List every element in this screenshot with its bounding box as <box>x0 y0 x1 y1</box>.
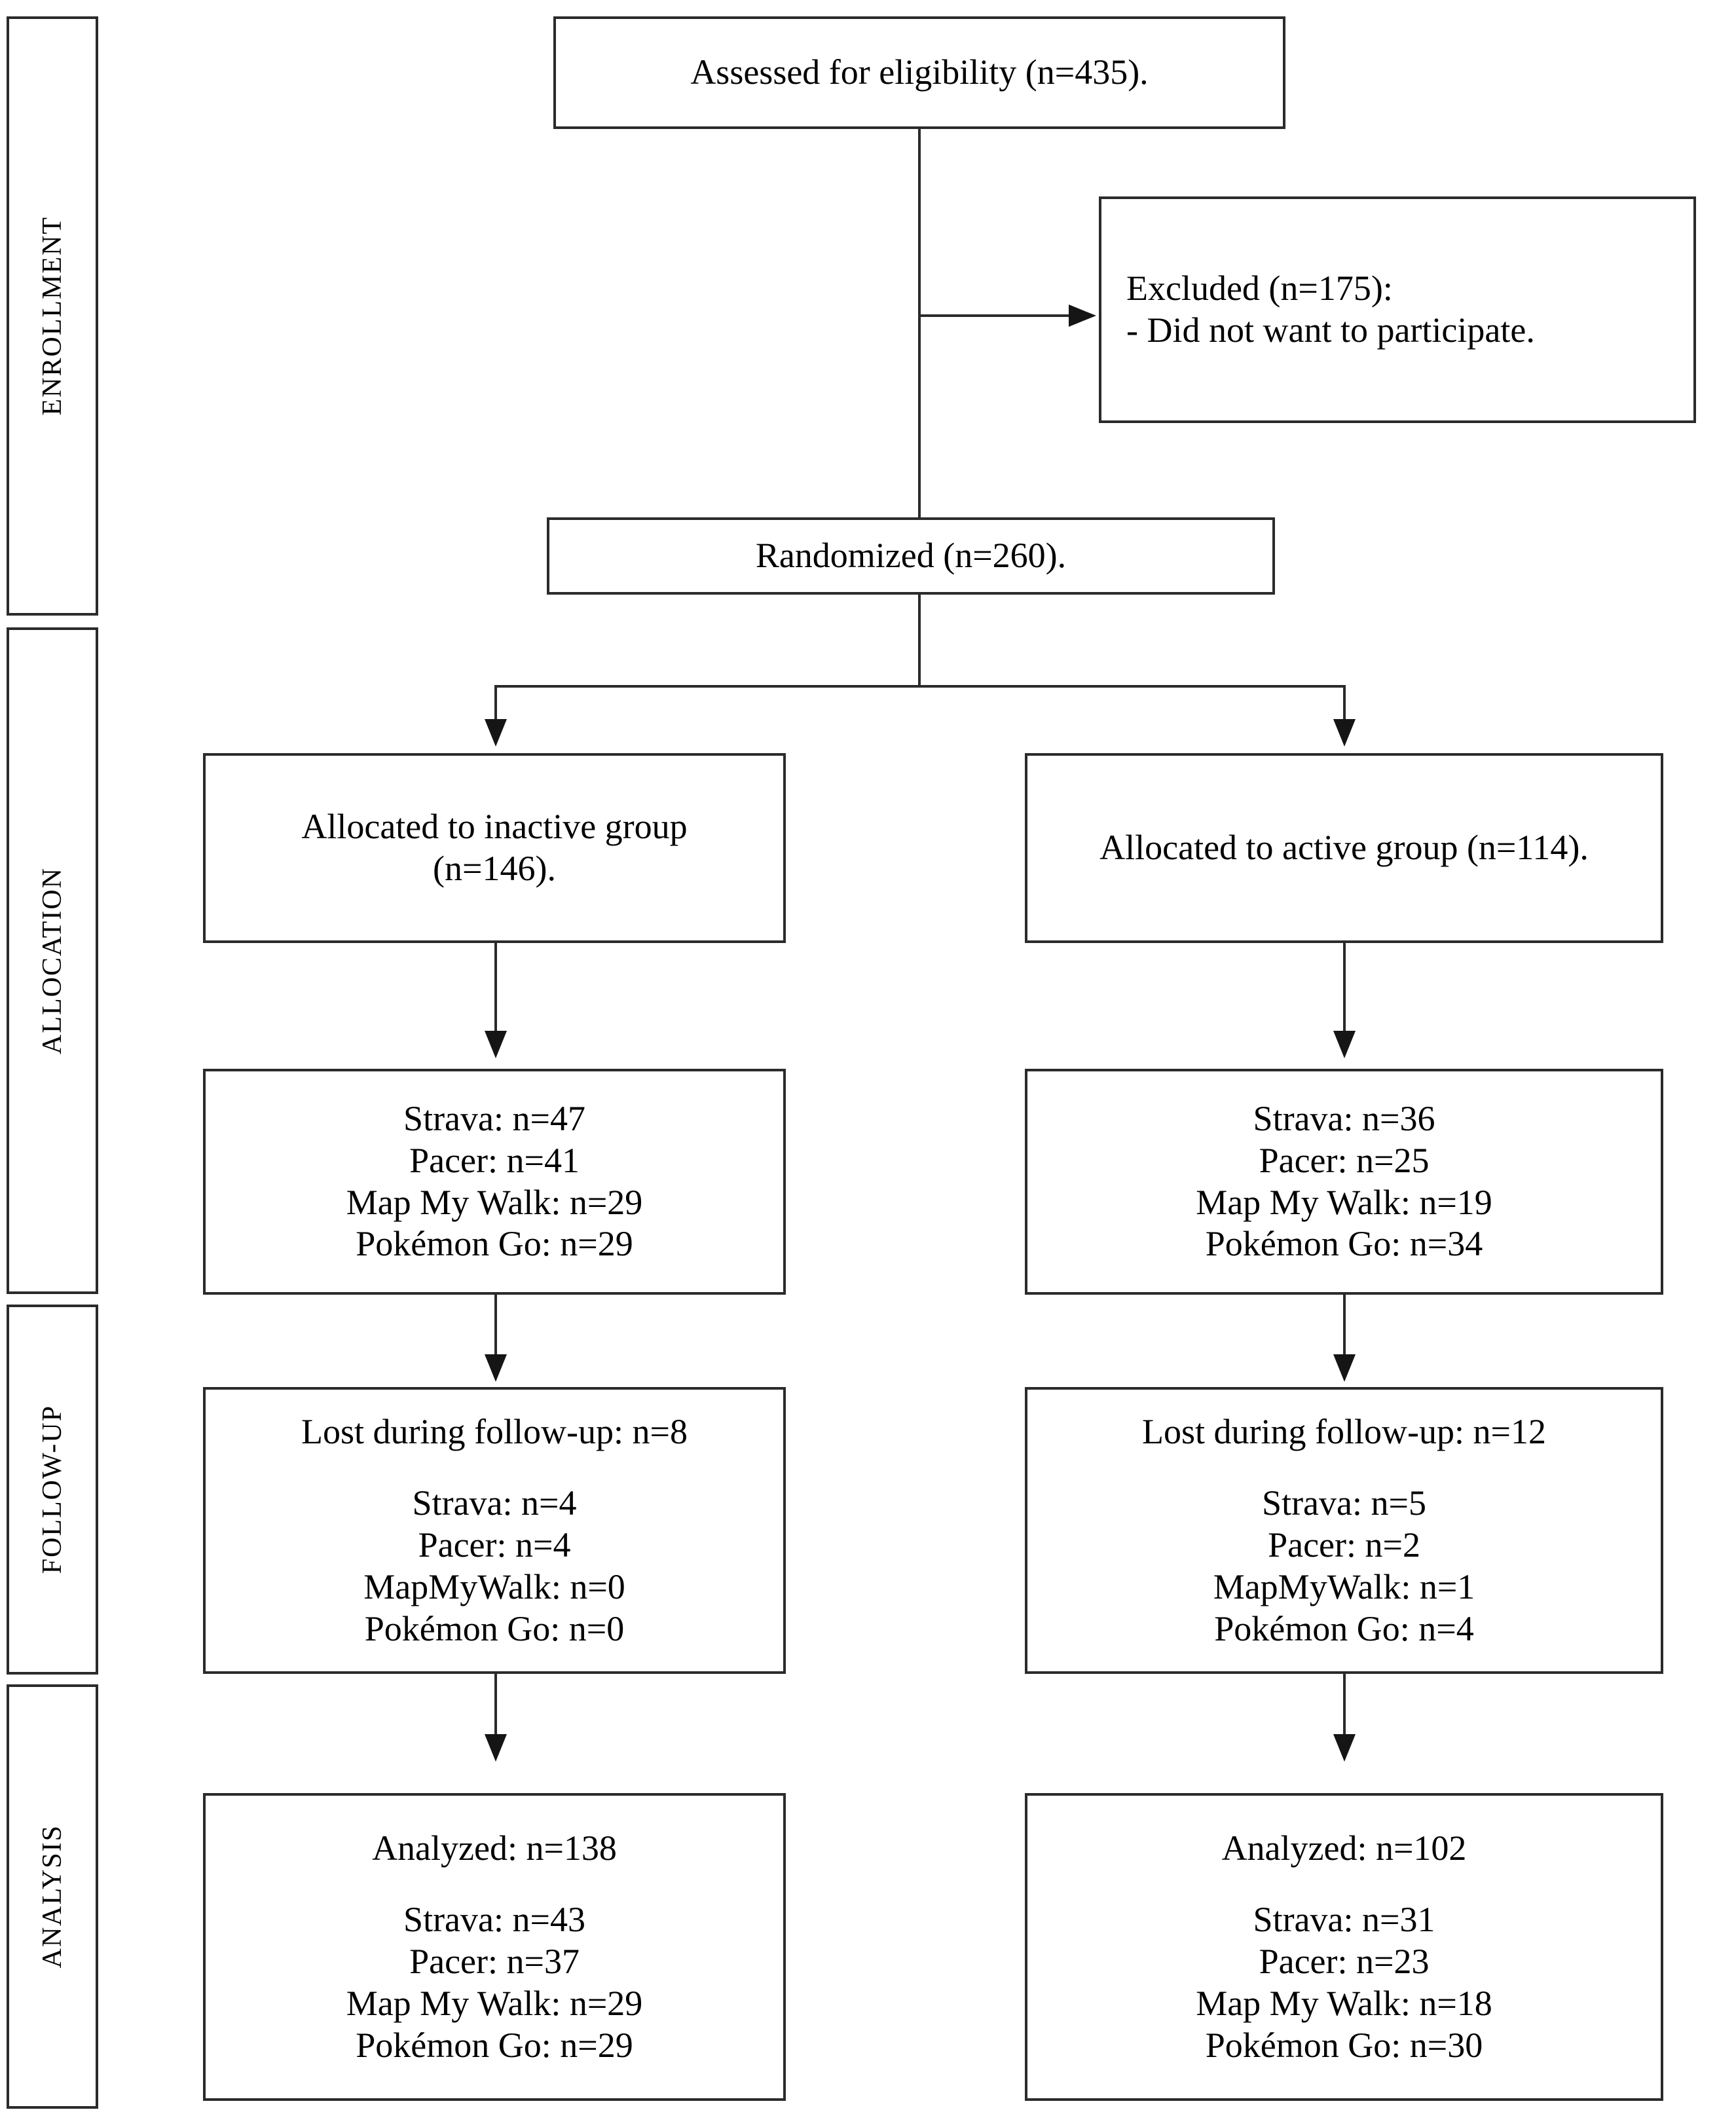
stage-label-allocation: ALLOCATION <box>37 867 67 1054</box>
stage-label-enrollment: ENROLLMENT <box>37 216 67 416</box>
assessed-text: Assessed for eligibility (n=435). <box>690 52 1149 92</box>
connector-alloc-active-to-apps <box>1343 943 1346 1041</box>
excluded-reason: - Did not want to participate. <box>1126 310 1535 350</box>
arrow-to-analyzed-inactive <box>485 1734 507 1762</box>
stage-label-analysis: ANALYSIS <box>37 1825 67 1969</box>
lost-active-heading: Lost during follow-up: n=12 <box>1142 1411 1546 1451</box>
lost-inactive-strava: Strava: n=4 <box>412 1483 577 1523</box>
lost-inactive-mapmywalk: MapMyWalk: n=0 <box>363 1566 625 1606</box>
apps-active-mapmywalk: Map My Walk: n=19 <box>1196 1182 1492 1222</box>
analyzed-active-heading: Analyzed: n=102 <box>1221 1828 1467 1868</box>
box-excluded: Excluded (n=175): - Did not want to part… <box>1099 196 1696 423</box>
arrow-to-lost-inactive <box>485 1354 507 1382</box>
box-lost-inactive: Lost during follow-up: n=8 Strava: n=4 P… <box>203 1387 786 1674</box>
apps-active-pokemon-go: Pokémon Go: n=34 <box>1205 1224 1483 1264</box>
box-allocated-active: Allocated to active group (n=114). <box>1025 753 1663 943</box>
arrow-to-apps-inactive <box>485 1031 507 1058</box>
connector-alloc-inactive-to-apps <box>494 943 497 1041</box>
randomized-text: Randomized (n=260). <box>755 536 1067 576</box>
apps-inactive-pokemon-go: Pokémon Go: n=29 <box>356 1224 633 1264</box>
allocated-inactive-line1: Allocated to inactive group <box>301 807 688 847</box>
analyzed-active-mapmywalk: Map My Walk: n=18 <box>1196 1983 1492 2023</box>
excluded-heading: Excluded (n=175): <box>1126 269 1393 308</box>
analyzed-inactive-pacer: Pacer: n=37 <box>409 1942 580 1982</box>
connector-apps-active-to-lost <box>1343 1295 1346 1363</box>
apps-inactive-strava: Strava: n=47 <box>403 1099 585 1139</box>
stage-band-follow-up: FOLLOW-UP <box>7 1305 98 1675</box>
box-analyzed-inactive: Analyzed: n=138 Strava: n=43 Pacer: n=37… <box>203 1793 786 2101</box>
connector-lost-inactive-to-analyzed <box>494 1674 497 1743</box>
connector-randomized-to-active <box>1343 685 1346 723</box>
arrow-to-alloc-inactive <box>485 719 507 747</box>
analyzed-inactive-heading: Analyzed: n=138 <box>372 1828 617 1868</box>
arrow-to-excluded <box>1069 305 1096 327</box>
connector-randomized-split <box>494 685 1346 688</box>
allocated-inactive-line2: (n=146). <box>433 849 556 888</box>
box-assessed-for-eligibility: Assessed for eligibility (n=435). <box>553 16 1285 129</box>
lost-active-pokemon-go: Pokémon Go: n=4 <box>1214 1608 1474 1648</box>
lost-active-strava: Strava: n=5 <box>1262 1483 1426 1523</box>
box-allocated-inactive: Allocated to inactive group (n=146). <box>203 753 786 943</box>
arrow-to-alloc-active <box>1333 719 1356 747</box>
stage-band-allocation: ALLOCATION <box>7 627 98 1294</box>
stage-band-enrollment: ENROLLMENT <box>7 16 98 616</box>
lost-active-pacer: Pacer: n=2 <box>1268 1525 1420 1565</box>
analyzed-inactive-mapmywalk: Map My Walk: n=29 <box>346 1983 643 2023</box>
connector-assessed-to-randomized <box>918 129 921 517</box>
allocated-active-line1: Allocated to active group (n=114). <box>1099 828 1589 868</box>
analyzed-inactive-pokemon-go: Pokémon Go: n=29 <box>356 2025 633 2065</box>
analyzed-active-pokemon-go: Pokémon Go: n=30 <box>1205 2025 1483 2065</box>
apps-inactive-mapmywalk: Map My Walk: n=29 <box>346 1182 643 1222</box>
connector-apps-inactive-to-lost <box>494 1295 497 1363</box>
stage-label-follow-up: FOLLOW-UP <box>37 1405 67 1574</box>
arrow-to-apps-active <box>1333 1031 1356 1058</box>
connector-assessed-to-excluded <box>921 314 1070 317</box>
analyzed-inactive-strava: Strava: n=43 <box>403 1900 585 1940</box>
box-lost-active: Lost during follow-up: n=12 Strava: n=5 … <box>1025 1387 1663 1674</box>
box-apps-active: Strava: n=36 Pacer: n=25 Map My Walk: n=… <box>1025 1069 1663 1295</box>
box-randomized: Randomized (n=260). <box>547 517 1275 595</box>
apps-inactive-pacer: Pacer: n=41 <box>409 1140 580 1180</box>
arrow-to-lost-active <box>1333 1354 1356 1382</box>
arrow-to-analyzed-active <box>1333 1734 1356 1762</box>
lost-inactive-pacer: Pacer: n=4 <box>418 1525 571 1565</box>
box-apps-inactive: Strava: n=47 Pacer: n=41 Map My Walk: n=… <box>203 1069 786 1295</box>
apps-active-pacer: Pacer: n=25 <box>1259 1140 1430 1180</box>
connector-lost-active-to-analyzed <box>1343 1674 1346 1743</box>
apps-active-strava: Strava: n=36 <box>1253 1099 1435 1139</box>
connector-randomized-trunk <box>918 595 921 686</box>
stage-band-analysis: ANALYSIS <box>7 1684 98 2109</box>
lost-active-mapmywalk: MapMyWalk: n=1 <box>1213 1566 1475 1606</box>
lost-inactive-pokemon-go: Pokémon Go: n=0 <box>364 1608 625 1648</box>
analyzed-active-strava: Strava: n=31 <box>1253 1900 1435 1940</box>
box-analyzed-active: Analyzed: n=102 Strava: n=31 Pacer: n=23… <box>1025 1793 1663 2101</box>
connector-randomized-to-inactive <box>494 685 497 723</box>
analyzed-active-pacer: Pacer: n=23 <box>1259 1942 1430 1982</box>
lost-inactive-heading: Lost during follow-up: n=8 <box>301 1411 688 1451</box>
